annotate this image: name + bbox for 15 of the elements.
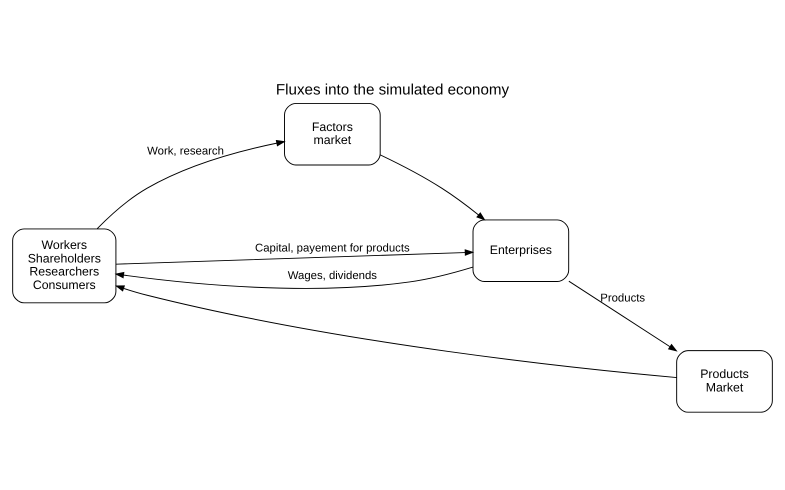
arrow xyxy=(96,139,286,229)
edge-label: Work, research xyxy=(147,145,224,158)
node-box: Enterprises xyxy=(472,218,570,282)
node-box: Factors market xyxy=(284,102,381,165)
edge-label: Wages, dividends xyxy=(288,269,377,282)
node-box: Workers Shareholders Researchers Consumers xyxy=(12,228,116,303)
arrow xyxy=(114,266,474,288)
diagram-title: Fluxes into the simulated economy xyxy=(276,81,510,98)
arrow xyxy=(114,284,678,378)
edge-label: Products xyxy=(600,292,646,304)
arrow xyxy=(568,280,678,352)
node-box: Products Market xyxy=(676,350,773,412)
edge-label: Capital, payement for products xyxy=(255,242,410,254)
arrow xyxy=(380,154,486,220)
arrow xyxy=(116,248,474,264)
